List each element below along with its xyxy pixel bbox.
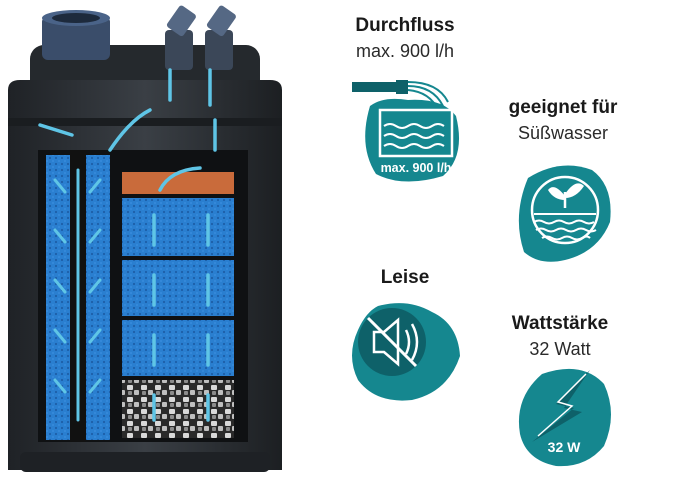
flow-title: Durchfluss (355, 15, 455, 36)
flow-subtitle: max. 900 l/h (355, 41, 455, 61)
water-subtitle: Süßwasser (517, 123, 609, 143)
mute-speaker-icon (352, 303, 460, 401)
water-title: geeignet für (508, 97, 618, 118)
plant-water-icon (518, 165, 611, 262)
power-subtitle: 32 Watt (529, 339, 591, 359)
lightning-icon: 32 W (518, 368, 611, 467)
feature-quiet: Leise (360, 266, 450, 290)
power-title: Wattstärke (511, 313, 609, 334)
filter-illustration (8, 5, 282, 472)
flow-tank-icon: max. 900 l/h (352, 80, 460, 182)
flow-badge: max. 900 l/h (381, 161, 452, 175)
feature-flow: Durchfluss max. 900 l/h (330, 14, 480, 64)
power-badge: 32 W (548, 439, 581, 455)
feature-power: Wattstärke 32 Watt (485, 312, 635, 362)
feature-water: geeignet für Süßwasser (488, 96, 638, 146)
quiet-title: Leise (380, 267, 430, 288)
